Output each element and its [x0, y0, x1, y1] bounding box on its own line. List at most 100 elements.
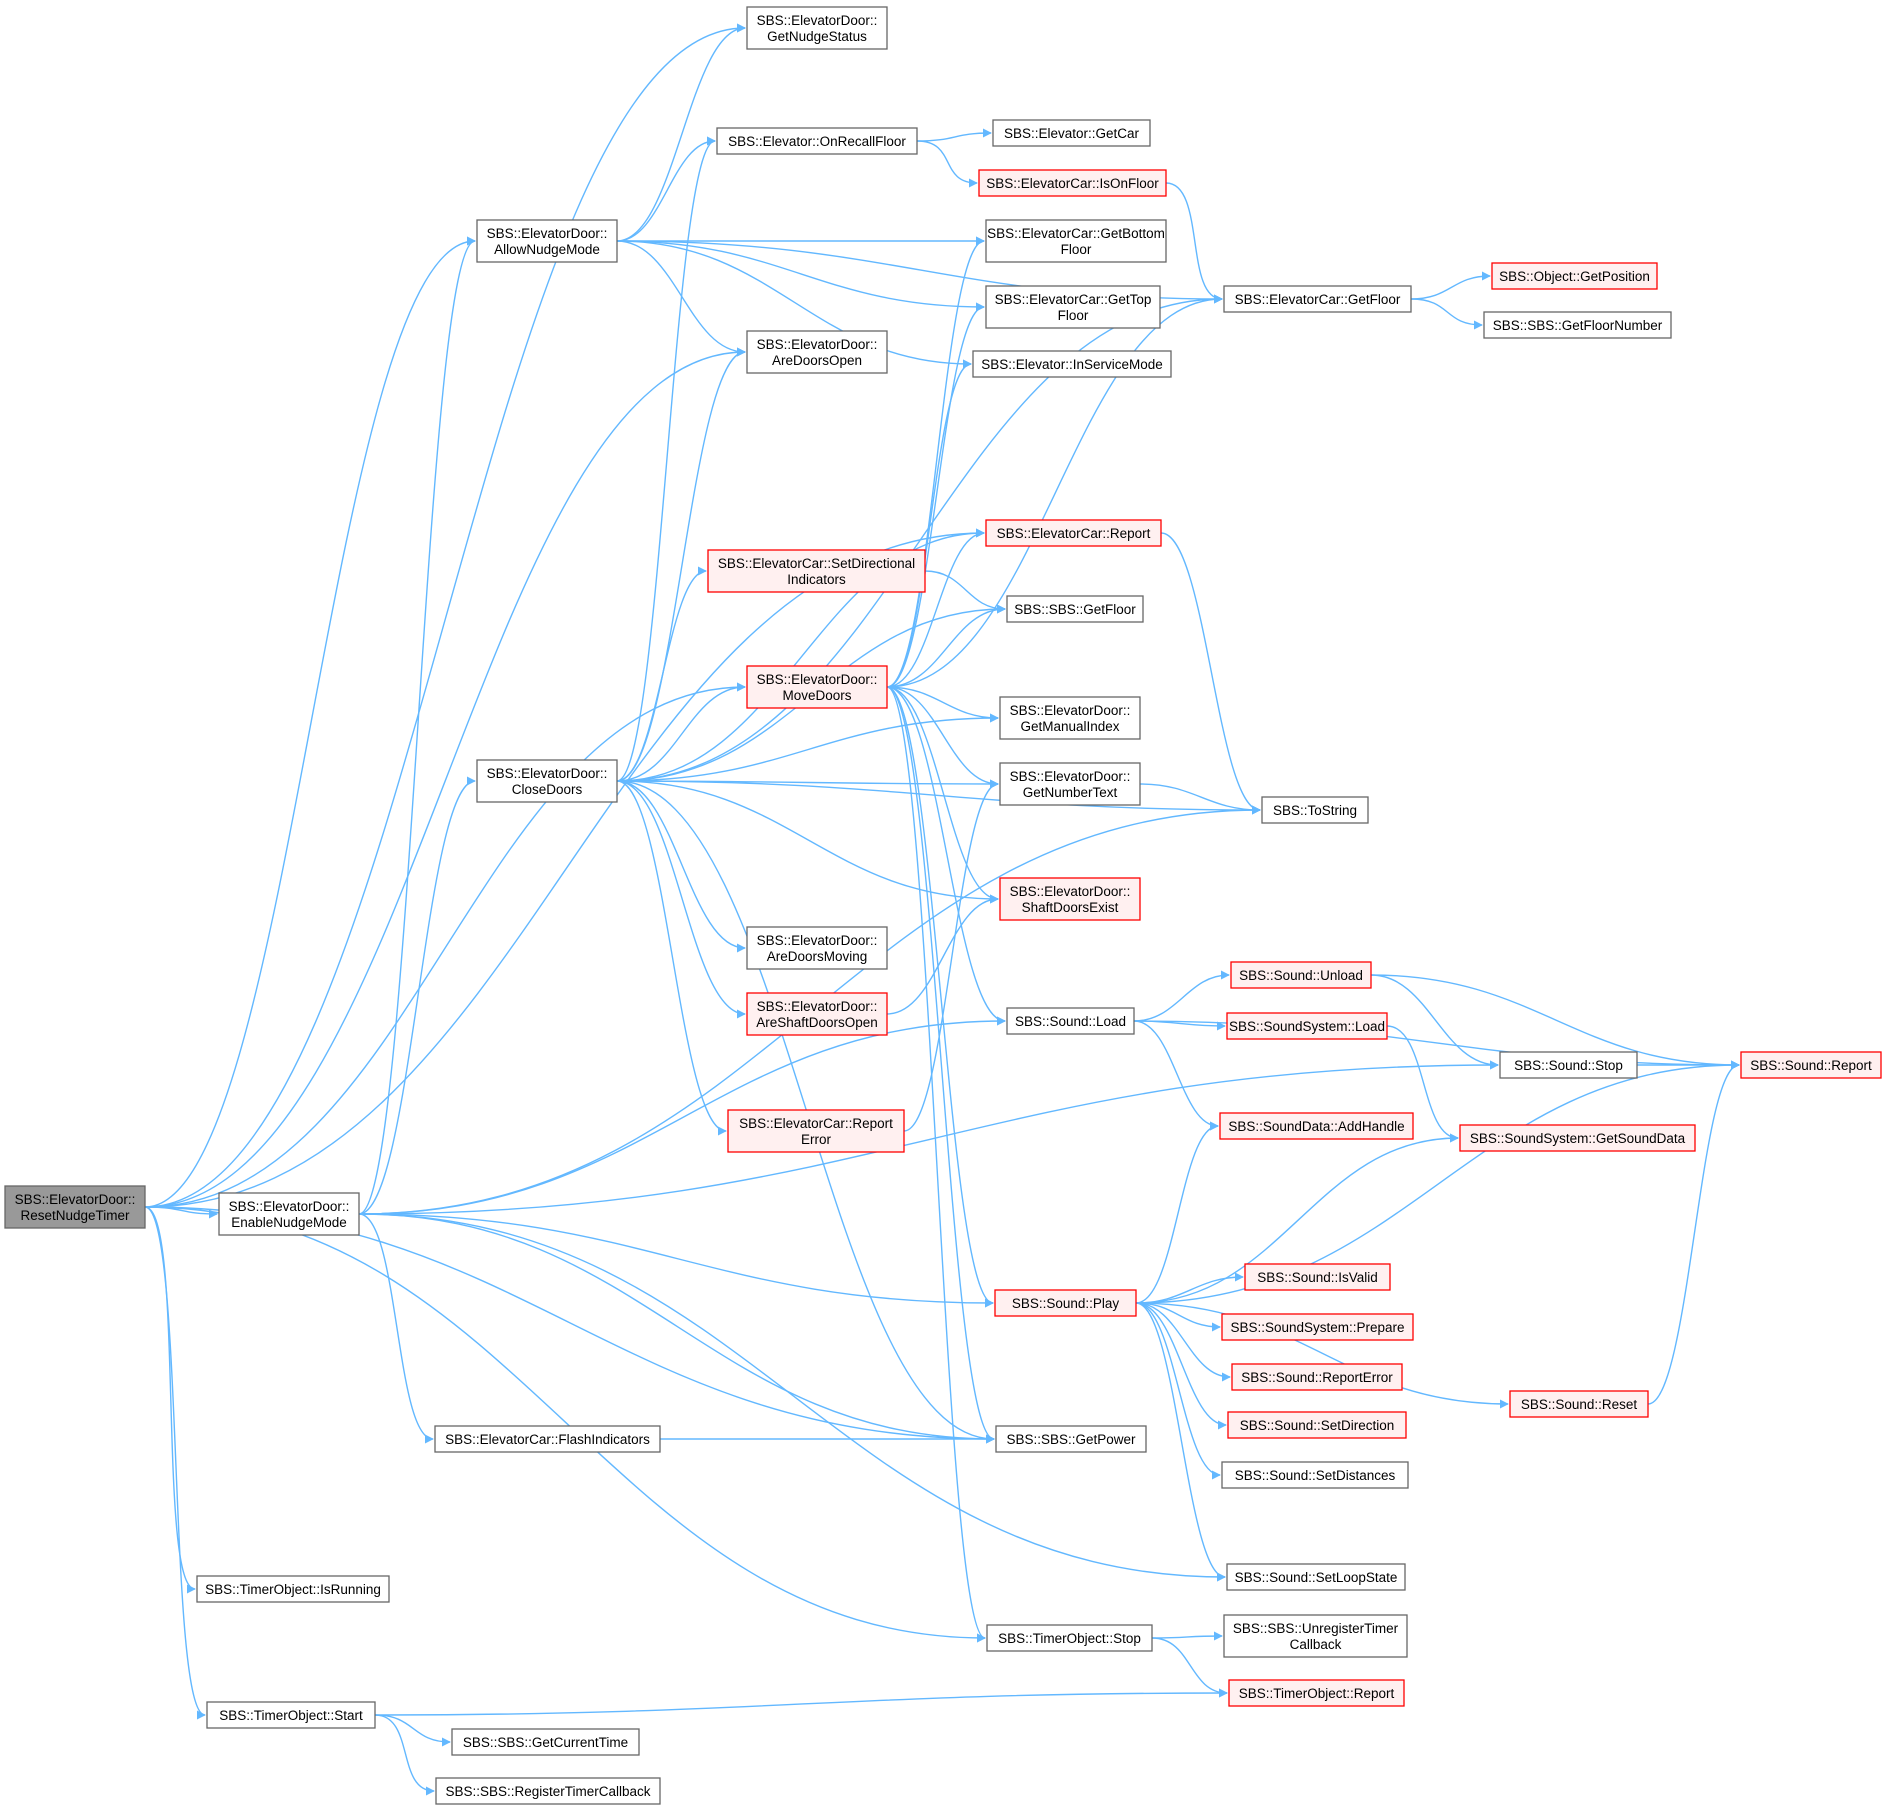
node-resetnudge: SBS::ElevatorDoor::ResetNudgeTimer: [4, 1185, 146, 1229]
edge-soundplay-to-soundreport: [1135, 1060, 1740, 1304]
node-register[interactable]: SBS::SBS::RegisterTimerCallback: [435, 1777, 661, 1805]
node-closedoors[interactable]: SBS::ElevatorDoor::CloseDoors: [476, 759, 618, 803]
node-carreport[interactable]: SBS::ElevatorCar::Report: [985, 519, 1162, 547]
node-setloop-box: [1226, 1563, 1406, 1591]
node-shaftexist-label-0: SBS::ElevatorDoor::: [1010, 884, 1131, 899]
edge-timerstart-to-getcurrenttime: [374, 1714, 451, 1747]
node-getnumbertext-label-0: SBS::ElevatorDoor::: [1010, 769, 1131, 784]
edge-resetnudge-to-aredoorsopen: [144, 347, 746, 1208]
edge-soundreset-to-soundreport: [1647, 1060, 1740, 1405]
node-gettop-label-1: Floor: [1058, 308, 1089, 323]
node-prepare[interactable]: SBS::SoundSystem::Prepare: [1221, 1313, 1414, 1341]
node-getmanual-label-1: GetManualIndex: [1020, 719, 1119, 734]
node-flash[interactable]: SBS::ElevatorCar::FlashIndicators: [434, 1425, 661, 1453]
edge-allownudge-to-gettop: [616, 240, 985, 312]
node-areshaftopen[interactable]: SBS::ElevatorDoor::AreShaftDoorsOpen: [746, 992, 888, 1036]
node-timerreport[interactable]: SBS::TimerObject::Report: [1228, 1679, 1405, 1707]
node-timerstop-box: [986, 1624, 1153, 1652]
edge-movedoors-to-getmanual: [886, 686, 999, 723]
node-getcar-label-0: SBS::Elevator::GetCar: [1004, 126, 1140, 141]
node-carfloor[interactable]: SBS::ElevatorCar::GetFloor: [1223, 285, 1412, 313]
node-isrunning-box: [196, 1575, 390, 1603]
node-gettop-label-0: SBS::ElevatorCar::GetTop: [995, 292, 1152, 307]
node-timerstop-label-0: SBS::TimerObject::Stop: [998, 1631, 1141, 1646]
node-getcar[interactable]: SBS::Elevator::GetCar: [992, 119, 1151, 147]
node-getsounddata[interactable]: SBS::SoundSystem::GetSoundData: [1459, 1124, 1696, 1152]
node-soundplay[interactable]: SBS::Sound::Play: [994, 1289, 1137, 1317]
node-soundunload[interactable]: SBS::Sound::Unload: [1230, 961, 1372, 989]
node-getmanual-box: [999, 696, 1141, 740]
node-movedoors[interactable]: SBS::ElevatorDoor::MoveDoors: [746, 665, 888, 709]
node-getcurrenttime-label-0: SBS::SBS::GetCurrentTime: [463, 1735, 628, 1750]
node-isvalid[interactable]: SBS::Sound::IsValid: [1244, 1263, 1391, 1291]
node-shaftexist-box: [999, 877, 1141, 921]
edge-soundload-to-soundreport: [1133, 1020, 1740, 1070]
node-setdirection-label-0: SBS::Sound::SetDirection: [1240, 1418, 1395, 1433]
node-onrecall[interactable]: SBS::Elevator::OnRecallFloor: [716, 127, 918, 155]
node-isrunning-label-0: SBS::TimerObject::IsRunning: [205, 1582, 381, 1597]
node-closedoors-box: [476, 759, 618, 803]
node-shaftexist[interactable]: SBS::ElevatorDoor::ShaftDoorsExist: [999, 877, 1141, 921]
node-enablenudge[interactable]: SBS::ElevatorDoor::EnableNudgeMode: [218, 1192, 360, 1236]
node-carreport-box: [985, 519, 1162, 547]
node-enablenudge-label-0: SBS::ElevatorDoor::: [229, 1199, 350, 1214]
edge-enablenudge-to-closedoors: [358, 776, 476, 1215]
node-aremoving[interactable]: SBS::ElevatorDoor::AreDoorsMoving: [746, 926, 888, 970]
node-getfloornumber-box: [1483, 311, 1672, 339]
node-soundplay-box: [994, 1289, 1137, 1317]
node-soundstop[interactable]: SBS::Sound::Stop: [1499, 1051, 1638, 1079]
edge-closedoors-to-getmanual: [616, 713, 999, 782]
node-getposition-box: [1491, 262, 1658, 290]
edge-soundunload-to-soundstop: [1370, 974, 1499, 1070]
edge-closedoors-to-tostring: [616, 780, 1261, 815]
node-getnumbertext-label-1: GetNumberText: [1023, 785, 1118, 800]
node-getcurrenttime[interactable]: SBS::SBS::GetCurrentTime: [451, 1728, 640, 1756]
node-setdistances[interactable]: SBS::Sound::SetDistances: [1221, 1461, 1409, 1489]
edge-setdir-to-sbsgetfloor: [924, 570, 1006, 614]
node-allownudge[interactable]: SBS::ElevatorDoor::AllowNudgeMode: [476, 219, 618, 263]
node-soundstop-box: [1499, 1051, 1638, 1079]
node-setdistances-box: [1221, 1461, 1409, 1489]
node-soundload[interactable]: SBS::Sound::Load: [1006, 1007, 1135, 1035]
node-tostring[interactable]: SBS::ToString: [1261, 796, 1369, 824]
edge-soundplay-to-setdirection: [1135, 1302, 1227, 1430]
node-soundreport[interactable]: SBS::Sound::Report: [1740, 1051, 1882, 1079]
node-sbsgetfloor[interactable]: SBS::SBS::GetFloor: [1006, 595, 1144, 623]
node-timerstart[interactable]: SBS::TimerObject::Start: [206, 1701, 376, 1729]
node-getnudgestatus[interactable]: SBS::ElevatorDoor::GetNudgeStatus: [746, 6, 888, 50]
node-aredoorsopen-label-1: AreDoorsOpen: [772, 353, 862, 368]
node-sslload[interactable]: SBS::SoundSystem::Load: [1226, 1012, 1388, 1040]
node-getnumbertext-box: [999, 762, 1141, 806]
edge-timerstop-to-timerreport: [1151, 1637, 1228, 1698]
node-timerstop[interactable]: SBS::TimerObject::Stop: [986, 1624, 1153, 1652]
edge-resetnudge-to-getpower: [144, 1206, 995, 1444]
node-carreporterror[interactable]: SBS::ElevatorCar::ReportError: [727, 1109, 905, 1153]
edge-allownudge-to-inservice: [616, 240, 972, 369]
node-getnumbertext[interactable]: SBS::ElevatorDoor::GetNumberText: [999, 762, 1141, 806]
node-setdirection[interactable]: SBS::Sound::SetDirection: [1227, 1411, 1407, 1439]
node-getsounddata-box: [1459, 1124, 1696, 1152]
node-getposition[interactable]: SBS::Object::GetPosition: [1491, 262, 1658, 290]
node-inservice[interactable]: SBS::Elevator::InServiceMode: [972, 350, 1172, 378]
node-sslload-label-0: SBS::SoundSystem::Load: [1229, 1019, 1385, 1034]
node-soundreporterror[interactable]: SBS::Sound::ReportError: [1231, 1363, 1403, 1391]
node-setdir[interactable]: SBS::ElevatorCar::SetDirectionalIndicato…: [707, 549, 926, 593]
node-getmanual[interactable]: SBS::ElevatorDoor::GetManualIndex: [999, 696, 1141, 740]
node-addhandle[interactable]: SBS::SoundData::AddHandle: [1219, 1112, 1414, 1140]
node-getfloornumber[interactable]: SBS::SBS::GetFloorNumber: [1483, 311, 1672, 339]
edge-carfloor-to-getposition: [1410, 271, 1491, 300]
node-soundreset[interactable]: SBS::Sound::Reset: [1509, 1390, 1649, 1418]
node-getbottom-box: [985, 219, 1167, 263]
node-isonfloor[interactable]: SBS::ElevatorCar::IsOnFloor: [978, 169, 1167, 197]
edge-resetnudge-to-movedoors: [144, 682, 746, 1208]
node-setloop[interactable]: SBS::Sound::SetLoopState: [1226, 1563, 1406, 1591]
node-timerstart-box: [206, 1701, 376, 1729]
node-isrunning[interactable]: SBS::TimerObject::IsRunning: [196, 1575, 390, 1603]
edge-movedoors-to-carfloor: [886, 294, 1223, 688]
node-aredoorsopen[interactable]: SBS::ElevatorDoor::AreDoorsOpen: [746, 330, 888, 374]
node-getpower[interactable]: SBS::SBS::GetPower: [995, 1425, 1147, 1453]
